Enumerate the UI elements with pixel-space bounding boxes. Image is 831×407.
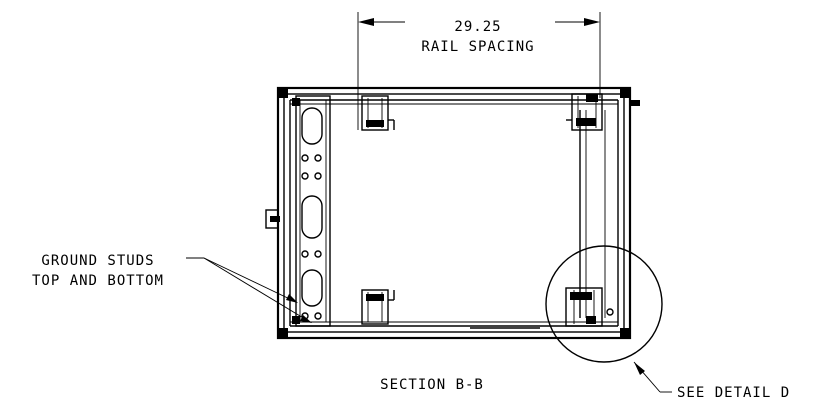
rail-spacing-dimension: 29.25 RAIL SPACING <box>357 12 601 130</box>
detail-d-circle <box>545 245 663 363</box>
leader-arrow-lower-icon <box>300 315 312 323</box>
top-left-rail-bracket <box>361 95 395 131</box>
left-side-panel <box>292 95 331 327</box>
detail-d-callout: SEE DETAIL D <box>545 245 790 401</box>
cabinet-frame <box>265 86 640 340</box>
dimension-arrow-right-icon <box>584 18 600 26</box>
bottom-right-rail-bracket <box>565 287 614 327</box>
top-right-rail-bracket <box>566 93 603 131</box>
dimension-value: 29.25 <box>454 19 501 35</box>
leader-arrow-upper-icon <box>286 294 298 303</box>
detail-leader-arrow-icon <box>634 362 645 375</box>
ground-studs-callout: GROUND STUDS TOP AND BOTTOM <box>32 253 312 323</box>
bottom-left-rail-bracket <box>361 289 395 325</box>
see-detail-label: SEE DETAIL D <box>677 385 790 401</box>
dimension-caption: RAIL SPACING <box>421 39 534 55</box>
dimension-arrow-left-icon <box>358 18 374 26</box>
section-title: SECTION B-B <box>380 377 484 393</box>
ground-studs-label-line2: TOP AND BOTTOM <box>32 273 164 289</box>
ground-studs-label-line1: GROUND STUDS <box>41 253 154 269</box>
